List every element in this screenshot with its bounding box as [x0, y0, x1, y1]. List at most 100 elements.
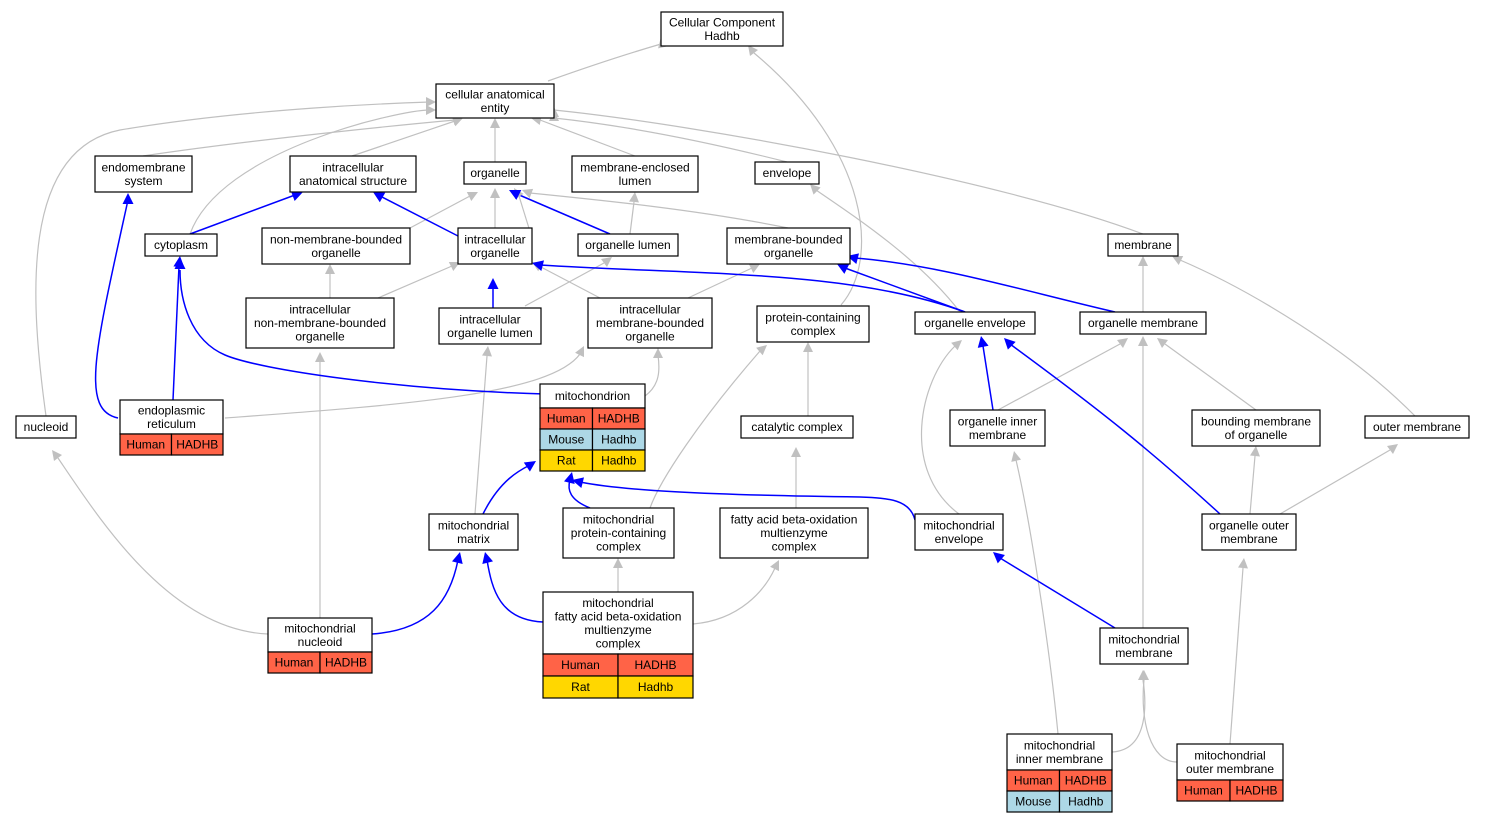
node-box: [914, 513, 1004, 551]
is-a-arrowhead: [748, 45, 758, 56]
is-a-edge: [1111, 679, 1146, 753]
is-a-arrowhead: [426, 105, 436, 115]
part-of-arrowhead: [509, 190, 522, 200]
node-inmbo[interactable]: intracellularnon-membrane-boundedorganel…: [245, 297, 395, 349]
node-cytoplasm[interactable]: cytoplasm: [144, 233, 218, 257]
is-a-arrowhead: [770, 560, 779, 572]
is-a-arrowhead: [575, 346, 584, 358]
is-a-edge: [224, 353, 581, 419]
is-a-arrowhead: [810, 184, 821, 195]
node-label-line: organelle membrane: [1088, 316, 1198, 330]
node-label-line: entity: [481, 101, 510, 115]
part-of-arrowhead: [122, 193, 134, 204]
edge-layer: [35, 38, 1416, 763]
species-cell-label: Human: [547, 412, 586, 426]
node-label-line: membrane-bounded: [596, 316, 704, 330]
node-box: [94, 155, 193, 193]
node-label-line: membrane-bounded: [734, 232, 842, 246]
node-label-line: organelle envelope: [924, 316, 1026, 330]
node-omem[interactable]: organelle membrane: [1079, 311, 1207, 335]
node-box: [1191, 409, 1321, 447]
part-of-edge: [486, 559, 544, 623]
species-cell-label: Rat: [571, 680, 590, 694]
node-organelle[interactable]: organelle: [463, 161, 527, 185]
node-label-line: endomembrane: [101, 160, 185, 174]
node-label-line: membrane: [1114, 238, 1172, 252]
node-label-line: complex: [791, 324, 836, 338]
node-box: [1107, 233, 1179, 257]
part-of-edge: [844, 267, 966, 313]
node-box: [571, 155, 699, 193]
is-a-edge: [920, 345, 960, 515]
is-a-arrowhead: [451, 116, 463, 127]
node-box: [726, 227, 851, 265]
is-a-arrowhead: [653, 348, 663, 358]
node-label-line: inner membrane: [1016, 752, 1104, 766]
is-a-edge: [377, 265, 453, 299]
node-box: [428, 513, 519, 551]
node-box: [719, 507, 869, 559]
is-a-edge: [1229, 567, 1244, 745]
node-label-line: intracellular: [459, 312, 520, 326]
part-of-edge: [579, 481, 916, 521]
is-a-arrowhead: [629, 192, 639, 203]
part-of-edge: [482, 464, 531, 515]
node-label-line: cellular anatomical: [445, 87, 544, 101]
node-label-line: mitochondrial: [438, 518, 509, 532]
is-a-edge: [1164, 343, 1257, 411]
node-label-line: membrane: [1115, 646, 1173, 660]
node-box: [457, 227, 533, 265]
part-of-edge: [982, 345, 994, 411]
part-of-edge: [854, 257, 1116, 313]
node-envelope[interactable]: envelope: [754, 161, 820, 185]
node-catc[interactable]: catalytic complex: [740, 415, 854, 439]
node-fabo[interactable]: fatty acid beta-oxidationmultienzymecomp…: [719, 507, 869, 559]
is-a-edge: [1142, 679, 1178, 763]
node-oenv[interactable]: organelle envelope: [914, 311, 1036, 335]
node-olumen[interactable]: organelle lumen: [577, 233, 679, 257]
is-a-arrowhead: [1172, 256, 1184, 265]
is-a-arrowhead: [1011, 451, 1022, 462]
is-a-arrowhead: [315, 352, 325, 362]
part-of-edge: [189, 194, 296, 235]
gene-cell-label: Hadhb: [1068, 795, 1104, 809]
gene-cell-label: HADHB: [1235, 784, 1277, 798]
node-box: [577, 233, 679, 257]
node-box: [740, 415, 854, 439]
part-of-arrowhead: [1004, 338, 1016, 350]
is-a-edge: [409, 195, 471, 229]
part-of-arrowhead: [572, 477, 585, 489]
node-outer[interactable]: outer membrane: [1364, 415, 1470, 439]
is-a-arrowhead: [1138, 256, 1148, 266]
node-membrane[interactable]: membrane: [1107, 233, 1179, 257]
node-nucleoid[interactable]: nucleoid: [15, 415, 77, 439]
gene-cell: [591, 449, 646, 472]
node-label-line: system: [124, 174, 162, 188]
node-label-line: non-membrane-bounded: [254, 316, 386, 330]
